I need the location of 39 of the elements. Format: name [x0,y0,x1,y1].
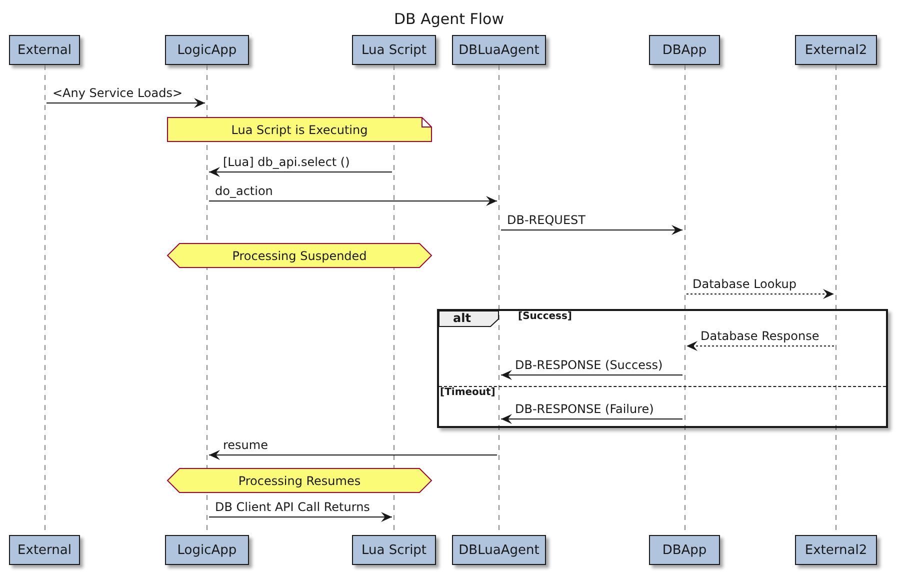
message-arrow [208,450,498,460]
hexagon-note: Processing Resumes [167,468,432,493]
fragment-label: alt [439,311,499,327]
message-label: do_action [215,184,273,198]
diagram-title: DB Agent Flow [392,10,506,28]
message-arrow [686,341,834,351]
message-arrow [208,167,392,177]
message-label: DB-RESPONSE (Success) [515,358,663,372]
message-arrow [686,289,834,299]
participant-box: DBLuaAgent [452,35,546,65]
message-arrow [46,98,206,108]
note: Lua Script is Executing [167,117,432,142]
participant-box: LogicApp [165,535,249,565]
participant-box: Lua Script [352,35,436,65]
message-arrow [500,370,683,380]
message-label: Database Response [700,329,820,343]
guard-condition: [Timeout] [440,386,496,399]
message-label: resume [223,438,268,452]
guard-condition: [Success] [518,310,572,323]
message-label: DB-RESPONSE (Failure) [515,402,654,416]
message-label: Database Lookup [692,277,797,291]
message-label: DB Client API Call Returns [215,500,370,514]
participant-box: Lua Script [352,535,436,565]
message-label: DB-REQUEST [507,213,586,227]
message-label: [Lua] db_api.select () [223,155,350,169]
hexagon-note: Processing Suspended [167,243,432,268]
participant-box: External2 [795,535,877,565]
participant-box: DBApp [649,35,720,65]
participant-box: External [9,535,80,565]
participant-box: External2 [795,35,877,65]
participant-box: DBLuaAgent [452,535,546,565]
message-label: <Any Service Loads> [52,86,183,100]
message-arrow [208,196,498,206]
participant-box: DBApp [649,535,720,565]
message-arrow [208,512,392,522]
message-arrow [500,225,683,235]
message-arrow [500,414,683,424]
participant-box: LogicApp [165,35,249,65]
participant-box: External [9,35,80,65]
